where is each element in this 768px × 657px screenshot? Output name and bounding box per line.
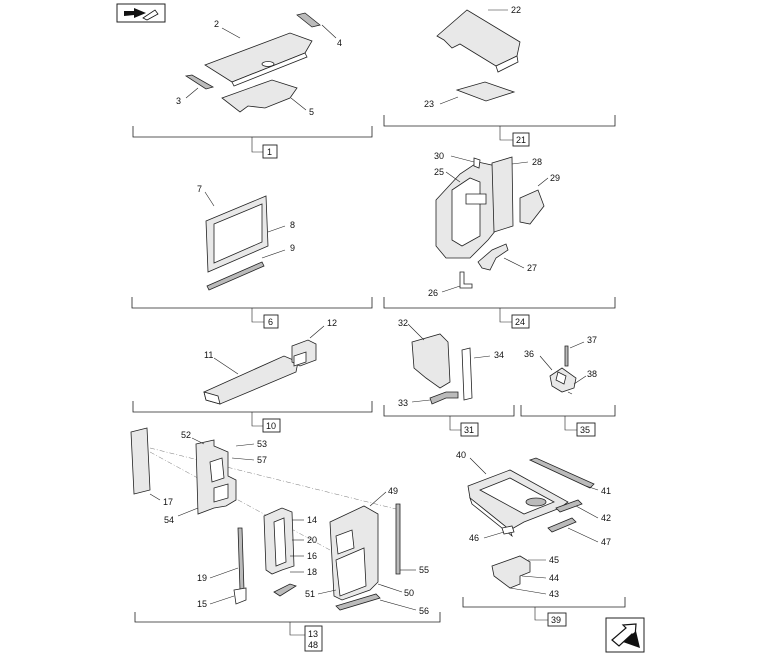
ref-box-10-label: 10 [266, 421, 276, 431]
label-20: 20 [307, 535, 317, 545]
label-8: 8 [290, 220, 295, 230]
group-35: 36 37 38 35 [520, 335, 616, 437]
label-29: 29 [550, 173, 560, 183]
label-41: 41 [601, 486, 611, 496]
label-56: 56 [419, 606, 429, 616]
label-12: 12 [327, 318, 337, 328]
ref-box-6[interactable] [263, 314, 279, 329]
label-51: 51 [305, 589, 315, 599]
group-13-48: 52 53 57 17 54 14 20 16 18 19 15 49 51 5… [130, 427, 441, 652]
label-37: 37 [587, 335, 597, 345]
group-31: 32 34 33 31 [383, 318, 515, 437]
label-44: 44 [549, 573, 559, 583]
label-32: 32 [398, 318, 408, 328]
ref-box-35[interactable] [576, 422, 596, 437]
ref-box-10[interactable] [262, 418, 281, 433]
arrow-up-right-navigation-icon[interactable] [605, 617, 645, 653]
label-36: 36 [524, 349, 534, 359]
label-11: 11 [204, 350, 213, 360]
label-3: 3 [176, 96, 181, 106]
group-24: 30 25 28 29 27 26 24 [383, 151, 616, 329]
ref-box-31-label: 31 [464, 425, 474, 435]
label-40: 40 [456, 450, 466, 460]
label-18: 18 [307, 567, 317, 577]
label-26: 26 [428, 288, 438, 298]
ref-box-6-label: 6 [268, 317, 273, 327]
label-17: 17 [163, 497, 173, 507]
label-23: 23 [424, 99, 434, 109]
ref-box-39[interactable] [547, 612, 567, 627]
label-52: 52 [181, 430, 191, 440]
label-42: 42 [601, 513, 611, 523]
label-47: 47 [601, 537, 611, 547]
ref-box-13-label: 13 [308, 629, 318, 639]
label-2: 2 [214, 19, 219, 29]
label-34: 34 [494, 350, 504, 360]
label-27: 27 [527, 263, 537, 273]
ref-box-13-48[interactable] [304, 625, 323, 652]
label-33: 33 [398, 398, 408, 408]
label-4: 4 [337, 38, 342, 48]
ref-box-21[interactable] [512, 132, 530, 147]
ref-box-31[interactable] [460, 422, 479, 437]
label-53: 53 [257, 439, 267, 449]
ref-box-24-label: 24 [515, 317, 525, 327]
label-16: 16 [307, 551, 317, 561]
ref-box-21-label: 21 [516, 135, 526, 145]
group-6: 7 8 9 6 [131, 184, 373, 329]
label-15: 15 [197, 599, 207, 609]
ref-box-1-label: 1 [267, 147, 272, 157]
label-22: 22 [511, 5, 521, 15]
label-55: 55 [419, 565, 429, 575]
label-19: 19 [197, 573, 207, 583]
label-57: 57 [257, 455, 267, 465]
label-43: 43 [549, 589, 559, 599]
label-9: 9 [290, 243, 295, 253]
ref-box-48-label: 48 [308, 640, 318, 650]
ref-box-35-label: 35 [580, 425, 590, 435]
ref-box-24[interactable] [511, 314, 530, 329]
label-46: 46 [469, 533, 479, 543]
label-28: 28 [532, 157, 542, 167]
label-45: 45 [549, 555, 559, 565]
arrow-right-page-icon[interactable] [116, 3, 166, 23]
group-1: 2 4 3 5 1 [132, 12, 373, 159]
label-38: 38 [587, 369, 597, 379]
label-49: 49 [388, 486, 398, 496]
label-25: 25 [434, 167, 444, 177]
label-14: 14 [307, 515, 317, 525]
group-39: 40 41 42 47 46 45 44 43 39 [456, 450, 626, 627]
label-50: 50 [404, 588, 414, 598]
ref-box-1[interactable] [262, 144, 278, 159]
label-5: 5 [309, 107, 314, 117]
group-10: 11 12 10 [132, 318, 373, 433]
label-54: 54 [164, 515, 174, 525]
ref-box-39-label: 39 [551, 615, 561, 625]
group-21: 22 23 21 [383, 5, 616, 147]
label-30: 30 [434, 151, 444, 161]
label-7: 7 [197, 184, 202, 194]
